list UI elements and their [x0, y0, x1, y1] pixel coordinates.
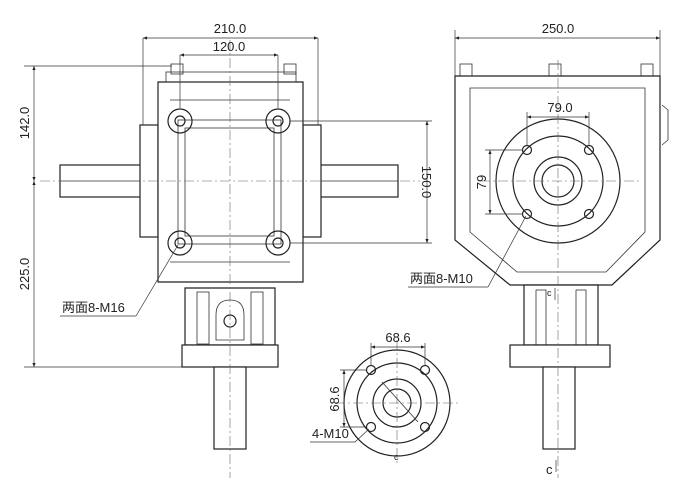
- dim-side-width: 250.0: [542, 21, 575, 36]
- dim-side-bolt-horizontal: 79.0: [547, 100, 572, 115]
- side-vertical-shaft: [542, 366, 576, 450]
- dim-front-bolt-spacing: 120.0: [213, 39, 246, 54]
- dim-side-bolt-vertical: 79: [474, 175, 489, 189]
- side-housing-inner: [469, 87, 646, 273]
- side-lower-neck: [523, 284, 599, 346]
- dim-flange-horizontal: 68.6: [385, 330, 410, 345]
- front-view: [40, 40, 420, 478]
- section-mark-side-top: c: [547, 288, 552, 298]
- flange-detail-view: [335, 340, 460, 465]
- section-mark-side-bottom: c: [546, 462, 553, 477]
- section-mark-small: c: [394, 452, 399, 462]
- side-view: [454, 60, 669, 478]
- dim-front-bottom-height: 225.0: [17, 258, 32, 291]
- front-inner-frame: [177, 119, 282, 245]
- side-dimensions: 250.0 79.0 79 两面8-M10 c c: [408, 21, 661, 477]
- dim-front-bolt-vertical: 150.0: [419, 166, 434, 199]
- side-flange-base: [509, 344, 611, 368]
- flange-dimensions: 68.6 68.6 4-M10 c: [310, 330, 426, 462]
- callout-front-thread: 两面8-M16: [62, 300, 125, 315]
- callout-flange-thread: 4-M10: [312, 426, 349, 441]
- callout-side-thread: 两面8-M10: [410, 271, 473, 286]
- dim-front-width: 210.0: [214, 21, 247, 36]
- dim-front-top-height: 142.0: [17, 107, 32, 140]
- front-dimensions: 210.0 120.0 142.0 225.0 150.0 两面8-M16: [17, 21, 434, 368]
- dim-flange-vertical: 68.6: [327, 386, 342, 411]
